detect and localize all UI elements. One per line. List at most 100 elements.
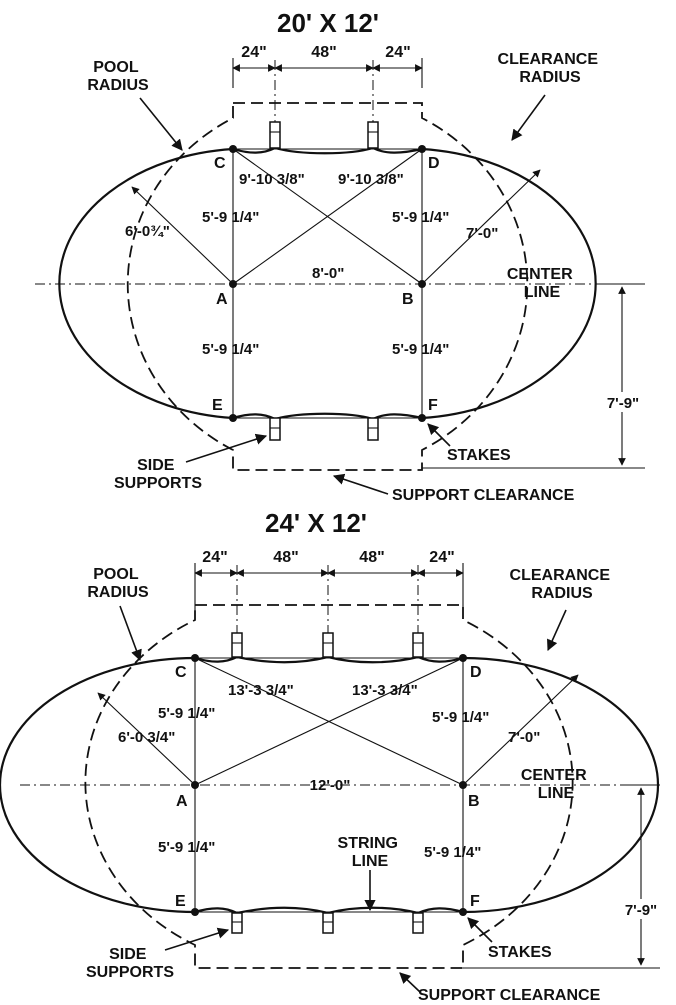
- clearance-radius-arrow: [421, 169, 541, 285]
- clearance-radius-label: CLEARANCE RADIUS: [498, 51, 603, 86]
- point-e-dot: [229, 414, 237, 422]
- stakes-label: STAKES: [447, 447, 511, 464]
- diagonal-d-a: [194, 657, 464, 786]
- clearance-radius-pointer: [547, 609, 567, 652]
- dimension-24-left: 24": [241, 44, 266, 61]
- clearance-outline: [84, 604, 574, 969]
- diagram-24x12: 24' X 12' 24" 48" 48" 24": [0, 508, 668, 1004]
- top-dimension-line: [232, 58, 423, 135]
- side-support-top-right: [412, 632, 424, 658]
- left-lower-dimension: 5'-9 1/4": [202, 341, 259, 358]
- side-supports-label: SIDE SUPPORTS: [114, 457, 202, 492]
- point-d-dot: [459, 654, 467, 662]
- diagram-20x12: 20' X 12' 24" 48" 24": [35, 8, 646, 504]
- clearance-radius-arrow: [462, 674, 579, 786]
- point-f-label: F: [470, 893, 480, 910]
- left-lower-dimension: 5'-9 1/4": [158, 839, 215, 856]
- point-a-dot: [191, 781, 199, 789]
- point-e-label: E: [175, 893, 186, 910]
- point-a-label: A: [176, 793, 188, 810]
- pool-radius-value: 6'-0¾": [125, 223, 170, 240]
- clearance-outline: [126, 102, 529, 471]
- side-support-bottom-right: [412, 912, 424, 934]
- side-support-top-left: [231, 632, 243, 658]
- side-support-bottom-right: [367, 417, 379, 441]
- stakes-pointer: [427, 423, 451, 447]
- left-upper-dimension: 5'-9 1/4": [158, 705, 215, 722]
- dimension-24-left: 24": [202, 549, 227, 566]
- diagram-title: 20' X 12': [277, 8, 379, 38]
- point-a-label: A: [216, 291, 228, 308]
- center-distance-label: 8'-0": [312, 265, 344, 282]
- height-dimension-label: 7'-9": [625, 902, 657, 919]
- pool-radius-label: POOL RADIUS: [87, 566, 149, 601]
- point-d-label: D: [428, 155, 440, 172]
- side-supports-pointer: [164, 927, 230, 951]
- point-f-label: F: [428, 397, 438, 414]
- right-lower-dimension: 5'-9 1/4": [392, 341, 449, 358]
- point-b-label: B: [468, 793, 480, 810]
- center-distance-label: 12'-0": [310, 777, 351, 794]
- dimension-24-right: 24": [429, 549, 454, 566]
- stakes-pointer: [467, 917, 493, 943]
- side-support-bottom-left: [231, 912, 243, 934]
- dimension-24-right: 24": [385, 44, 410, 61]
- clearance-radius-value: 7'-0": [508, 729, 540, 746]
- pool-radius-pointer: [139, 97, 183, 151]
- pool-radius-arrow: [97, 692, 196, 786]
- clearance-radius-label: CLEARANCE RADIUS: [510, 567, 615, 602]
- height-dimension: [463, 784, 660, 969]
- side-support-bottom-left: [269, 417, 281, 441]
- right-lower-dimension: 5'-9 1/4": [424, 844, 481, 861]
- point-b-dot: [418, 280, 426, 288]
- height-dimension-label: 7'-9": [607, 395, 639, 412]
- point-e-label: E: [212, 397, 223, 414]
- support-clearance-pointer: [399, 972, 421, 993]
- point-c-dot: [229, 145, 237, 153]
- center-line-label: CENTER LINE: [521, 767, 591, 802]
- top-dimension-line: [194, 563, 464, 635]
- support-clearance-pointer: [332, 473, 389, 495]
- side-supports-label: SIDE SUPPORTS: [86, 946, 174, 981]
- point-c-label: C: [214, 155, 226, 172]
- point-b-dot: [459, 781, 467, 789]
- support-clearance-label: SUPPORT CLEARANCE: [418, 987, 601, 1004]
- pool-radius-arrow: [131, 186, 234, 285]
- center-line-label: CENTER LINE: [507, 266, 577, 301]
- point-a-dot: [229, 280, 237, 288]
- point-e-dot: [191, 908, 199, 916]
- right-upper-dimension: 5'-9 1/4": [392, 209, 449, 226]
- side-support-bottom-middle: [322, 912, 334, 934]
- side-support-top-middle: [322, 632, 334, 658]
- left-upper-dimension: 5'-9 1/4": [202, 209, 259, 226]
- stakes-label: STAKES: [488, 944, 552, 961]
- point-d-dot: [418, 145, 426, 153]
- pool-radius-label: POOL RADIUS: [87, 59, 149, 94]
- support-clearance-label: SUPPORT CLEARANCE: [392, 487, 575, 504]
- string-line-label: STRING LINE: [338, 835, 403, 870]
- point-b-label: B: [402, 291, 414, 308]
- point-f-dot: [418, 414, 426, 422]
- dimension-48-left: 48": [273, 549, 298, 566]
- diagram-title: 24' X 12': [265, 508, 367, 538]
- pool-radius-pointer: [119, 605, 142, 662]
- diagonal-right-label: 13'-3 3/4": [352, 682, 418, 699]
- dimension-48-right: 48": [359, 549, 384, 566]
- right-upper-dimension: 5'-9 1/4": [432, 709, 489, 726]
- diagonal-left-label: 9'-10 3/8": [239, 171, 305, 188]
- side-support-top-left: [269, 121, 281, 149]
- pool-radius-value: 6'-0 3/4": [118, 729, 175, 746]
- side-supports-pointer: [185, 433, 268, 463]
- side-support-top-right: [367, 121, 379, 149]
- clearance-radius-pointer: [511, 94, 546, 141]
- point-d-label: D: [470, 664, 482, 681]
- diagonal-d-a: [232, 148, 423, 285]
- point-c-label: C: [175, 664, 187, 681]
- dimension-48: 48": [311, 44, 336, 61]
- point-f-dot: [459, 908, 467, 916]
- diagonal-right-label: 9'-10 3/8": [338, 171, 404, 188]
- clearance-radius-value: 7'-0": [466, 225, 498, 242]
- height-dimension: [422, 283, 645, 469]
- diagonal-left-label: 13'-3 3/4": [228, 682, 294, 699]
